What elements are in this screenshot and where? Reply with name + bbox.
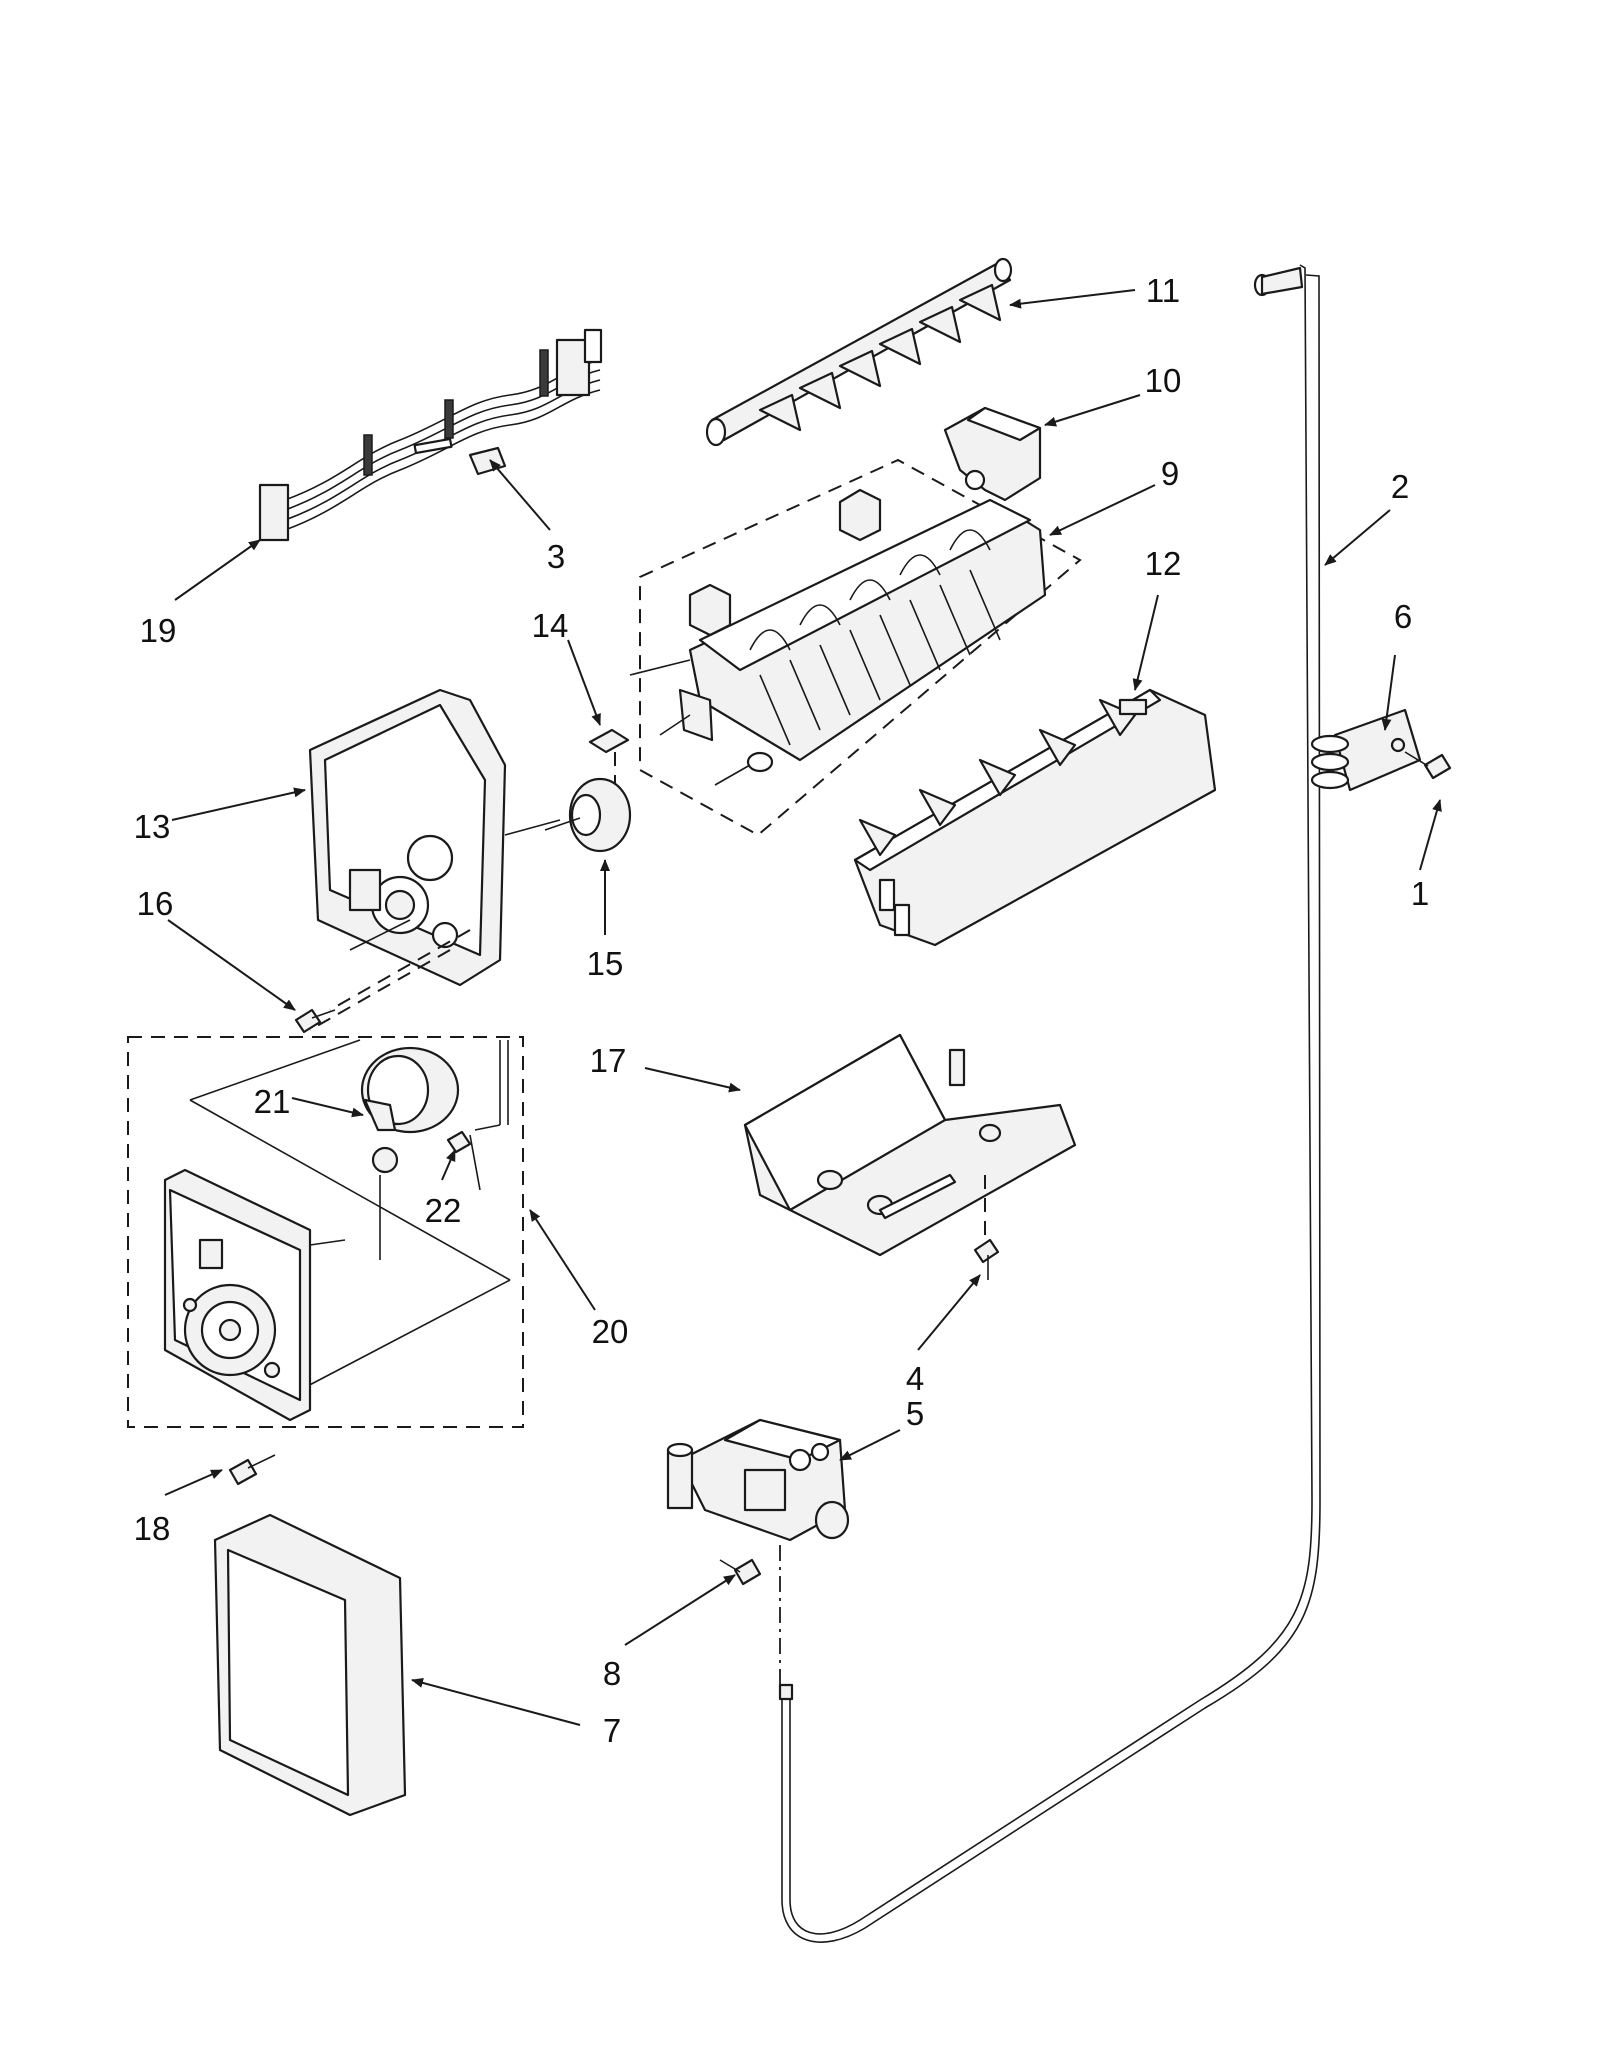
callout-10: 10 xyxy=(1145,362,1182,399)
stripper xyxy=(853,688,1217,947)
callout-20: 20 xyxy=(592,1313,629,1350)
fill-tube xyxy=(778,264,1321,1943)
callout-7: 7 xyxy=(603,1712,621,1749)
callout-14: 14 xyxy=(532,607,569,644)
callout-11: 11 xyxy=(1146,272,1180,309)
callout-9: 9 xyxy=(1161,455,1179,492)
callout-22: 22 xyxy=(425,1192,462,1229)
screw-1 xyxy=(1404,751,1452,780)
callout-12: 12 xyxy=(1145,545,1182,582)
wire-harness xyxy=(258,328,603,542)
screw-8 xyxy=(719,1558,762,1586)
water-valve xyxy=(666,1418,850,1700)
callout-1: 1 xyxy=(1411,875,1429,912)
callout-8: 8 xyxy=(603,1655,621,1692)
callout-16: 16 xyxy=(137,885,174,922)
callout-5: 5 xyxy=(906,1395,924,1432)
screw-18 xyxy=(228,1454,276,1486)
callout-6: 6 xyxy=(1394,598,1412,635)
thermostat xyxy=(544,777,632,853)
shutoff-bracket xyxy=(943,406,1042,502)
screw-4 xyxy=(973,1238,1000,1280)
motor xyxy=(360,1040,509,1260)
callout-18: 18 xyxy=(134,1510,171,1547)
cover xyxy=(213,1513,407,1817)
leader-lines xyxy=(164,289,1442,1726)
module-kit xyxy=(127,1036,524,1428)
callout-3: 3 xyxy=(547,538,565,575)
screw-22 xyxy=(446,1130,472,1154)
ice-bin xyxy=(743,1033,1077,1257)
callout-21: 21 xyxy=(254,1083,291,1120)
tube-clamp xyxy=(1310,708,1422,792)
screw-16 xyxy=(294,1008,336,1034)
module-housing xyxy=(308,688,561,987)
callout-17: 17 xyxy=(590,1042,627,1079)
callout-labels: 1 2 3 4 5 6 7 8 9 10 11 12 13 14 15 16 1… xyxy=(134,272,1430,1749)
callout-4: 4 xyxy=(906,1360,924,1397)
callout-19: 19 xyxy=(140,612,177,649)
ice-mold xyxy=(629,458,1082,837)
callout-2: 2 xyxy=(1391,468,1409,505)
callout-15: 15 xyxy=(587,945,624,982)
callout-13: 13 xyxy=(134,808,171,845)
ejector-shaft xyxy=(705,257,1013,447)
